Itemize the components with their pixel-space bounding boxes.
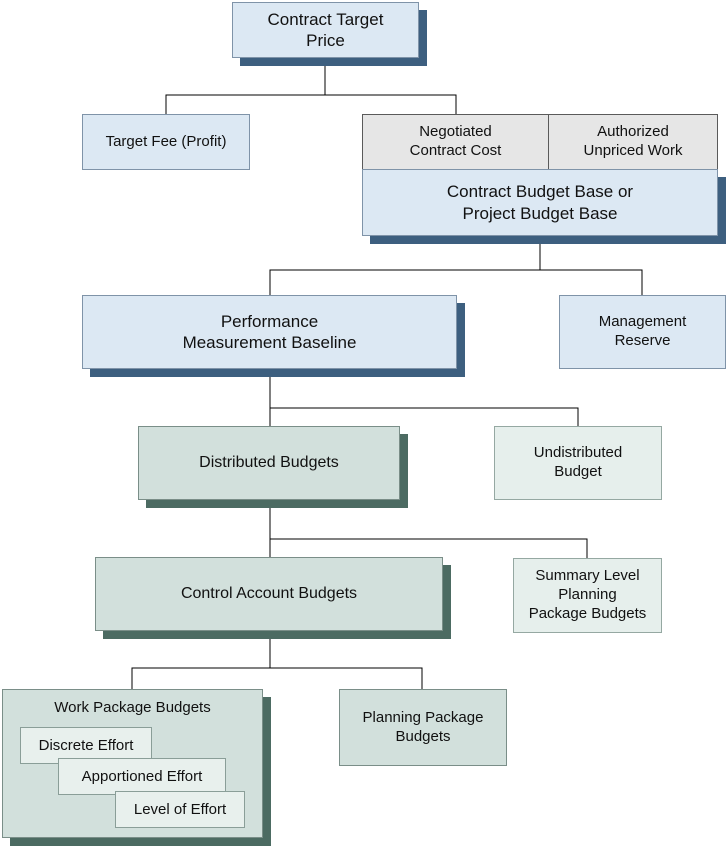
- control-account-budgets-box: Control Account Budgets: [95, 557, 443, 631]
- discrete-effort-box: Discrete Effort: [20, 727, 152, 764]
- apportioned-effort-box: Apportioned Effort: [58, 758, 226, 795]
- work-package-budgets-label: Work Package Budgets: [54, 699, 211, 716]
- level-of-effort-box: Level of Effort: [115, 791, 245, 828]
- authorized-unpriced-work-box: Authorized Unpriced Work: [548, 114, 718, 170]
- contract-target-price-box: Contract Target Price: [232, 2, 419, 58]
- negotiated-contract-cost-box: Negotiated Contract Cost: [362, 114, 549, 170]
- target-fee-box: Target Fee (Profit): [82, 114, 250, 170]
- performance-measurement-baseline-box: Performance Measurement Baseline: [82, 295, 457, 369]
- planning-package-budgets-box: Planning Package Budgets: [339, 689, 507, 766]
- contract-budget-base-box: Contract Budget Base or Project Budget B…: [362, 169, 718, 236]
- summary-level-planning-package-budgets-box: Summary Level Planning Package Budgets: [513, 558, 662, 633]
- undistributed-budget-box: Undistributed Budget: [494, 426, 662, 500]
- management-reserve-box: Management Reserve: [559, 295, 726, 369]
- distributed-budgets-box: Distributed Budgets: [138, 426, 400, 500]
